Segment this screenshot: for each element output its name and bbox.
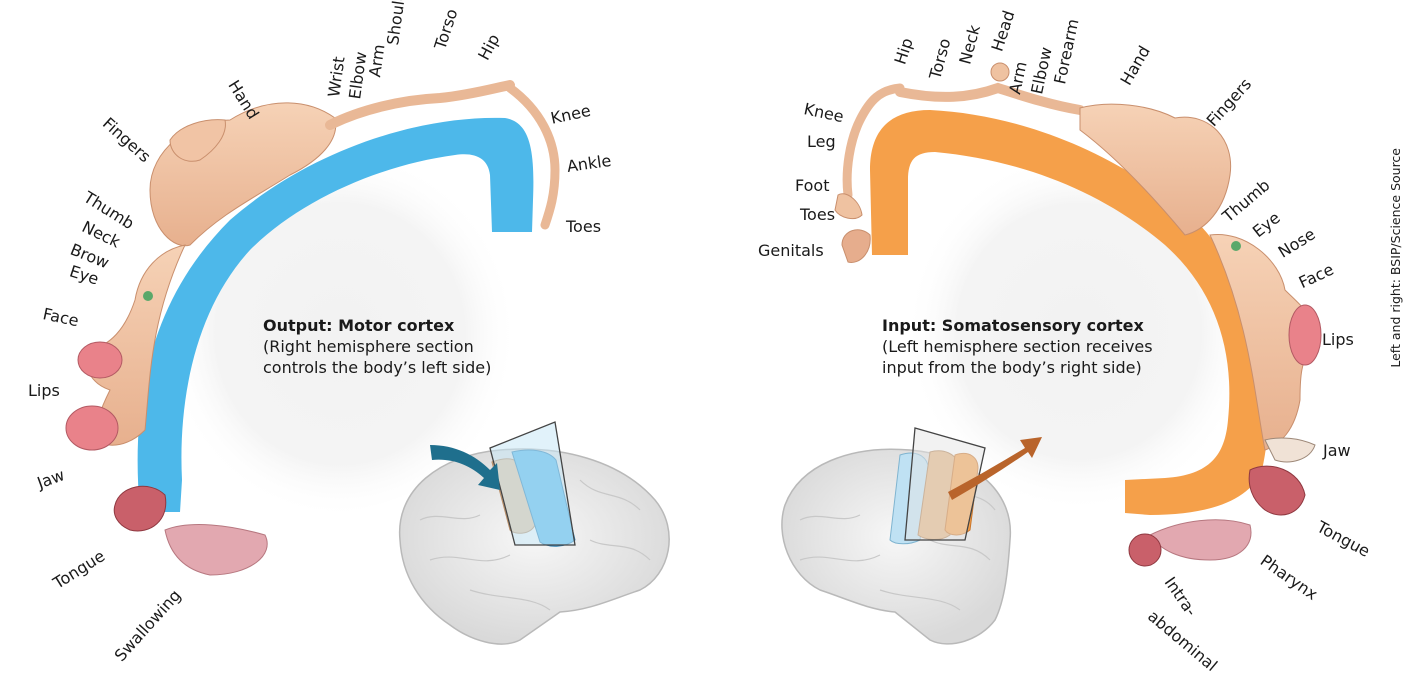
motor-cortex-section	[65, 80, 560, 576]
image-credit: Left and right: BSIP/Science Source	[1388, 148, 1403, 368]
motor-desc-line1: (Right hemisphere section	[263, 337, 474, 356]
sensory-desc-line1: (Left hemisphere section receives	[882, 337, 1153, 356]
sensory-tongue-figure	[1248, 465, 1306, 516]
sensory-label-genitals: Genitals	[758, 241, 824, 260]
motor-throat-figure	[164, 524, 268, 576]
motor-label-toes: Toes	[566, 217, 602, 236]
motor-heading: Output: Motor cortex (Right hemisphere s…	[263, 315, 491, 378]
motor-tongue-figure	[113, 485, 167, 532]
sensory-cortex-section	[834, 62, 1322, 567]
motor-eye-figure	[143, 291, 153, 301]
sensory-jaw-figure	[1264, 437, 1316, 463]
sensory-label-toes: Toes	[800, 205, 836, 224]
sensory-desc-line2: input from the body’s right side)	[882, 358, 1142, 377]
sensory-eye-figure	[1231, 241, 1241, 251]
motor-label-lips: Lips	[28, 381, 60, 400]
sensory-label-jaw: Jaw	[1323, 441, 1351, 460]
sensory-heading: Input: Somatosensory cortex (Left hemisp…	[882, 315, 1153, 378]
motor-brain-diagram	[398, 421, 670, 645]
sensory-head-figure	[990, 62, 1010, 82]
motor-leg-figure	[505, 83, 560, 230]
sensory-label-leg: Leg	[807, 132, 836, 151]
motor-desc-line2: controls the body’s left side)	[263, 358, 492, 377]
motor-lips-figure	[77, 341, 123, 379]
sensory-foot-figure	[834, 193, 863, 220]
sensory-title: Input: Somatosensory cortex	[882, 316, 1144, 335]
sensory-hand-figure	[1079, 103, 1232, 236]
motor-title: Output: Motor cortex	[263, 316, 455, 335]
sensory-intraabdominal-figure	[1128, 533, 1162, 567]
motor-fingers-figure	[169, 119, 226, 162]
motor-lower-lip-figure	[65, 405, 119, 451]
sensory-brain-diagram	[781, 427, 1042, 645]
motor-arm-figure	[325, 80, 515, 130]
sensory-label-foot: Foot	[795, 176, 830, 195]
sensory-lips-figure	[1288, 304, 1322, 366]
sensory-pharynx-figure	[1149, 519, 1252, 561]
motor-cortex-band	[137, 117, 534, 513]
sensory-face-figure	[1209, 233, 1317, 451]
sensory-leg-figure	[842, 83, 905, 200]
sensory-torso-figure	[895, 82, 1085, 115]
sensory-label-lips: Lips	[1322, 330, 1354, 349]
sensory-genitals-figure	[841, 229, 871, 263]
motor-face-figure	[86, 244, 186, 446]
